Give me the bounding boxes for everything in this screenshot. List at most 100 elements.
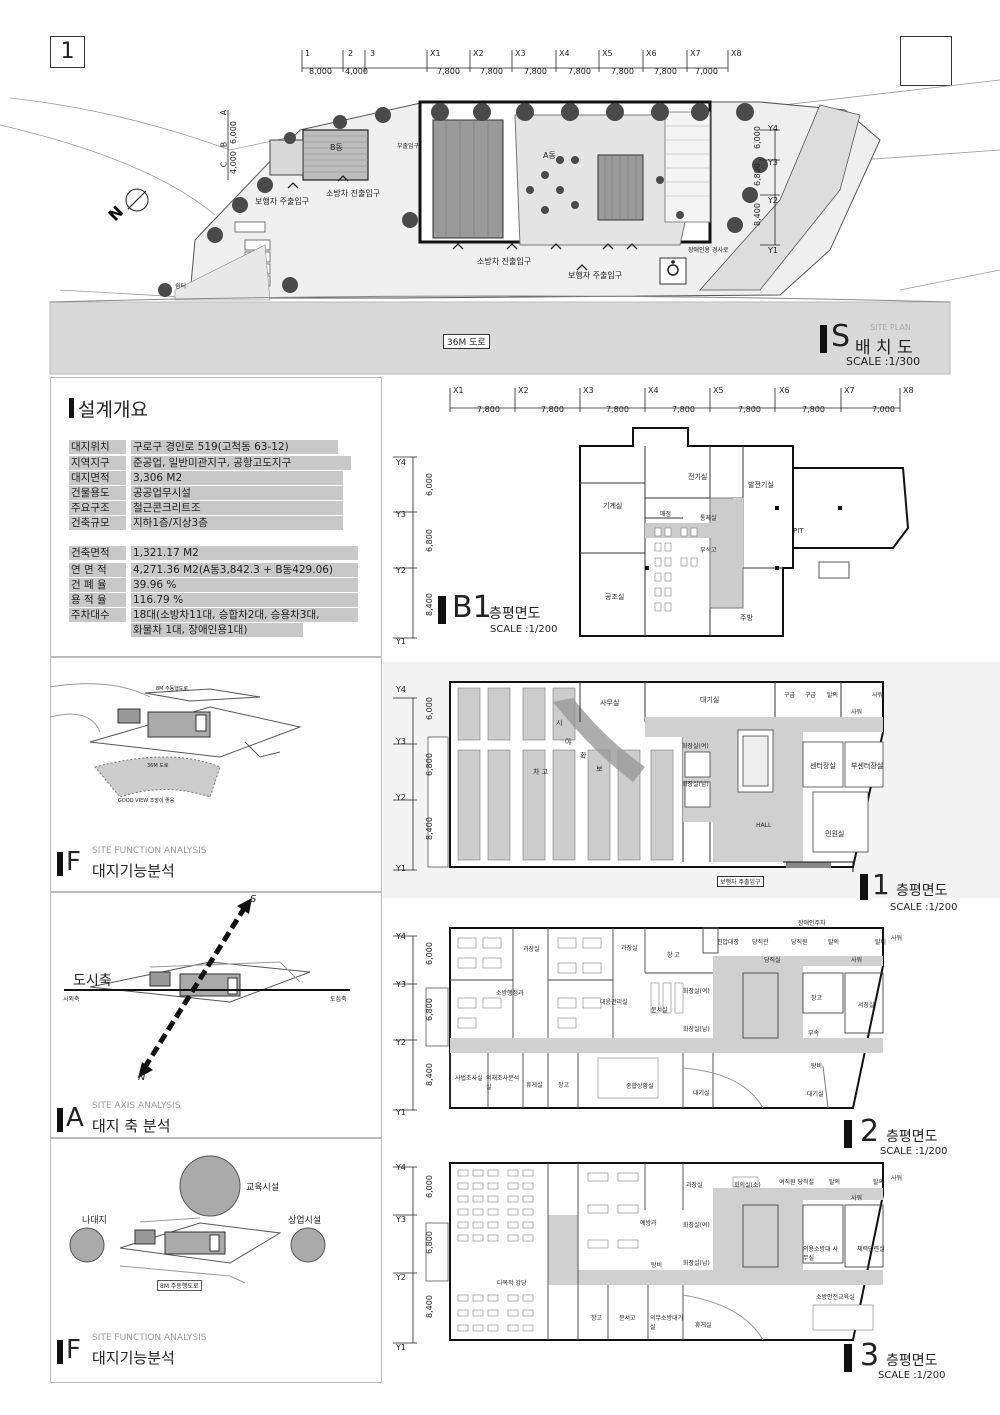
grid-label: Y3 [396,980,406,989]
spec-key: 용 적 율 [69,593,126,607]
side-dim: 4,000 [228,151,238,174]
analysis-title-letter: F [66,847,81,877]
room-label: 차 고 [533,768,549,776]
north-arrow-icon: N [104,188,149,225]
corner-box [900,36,952,86]
room-label: 민원실 [825,830,845,838]
analysis-title-ko: 대지기능분석 [92,862,175,880]
room-label: 서장실 [858,1002,875,1009]
grid-dim: 7,800 [606,405,629,414]
rest-area-label: 쉼터 [175,283,187,290]
grid-label: Y3 [396,737,406,746]
room-label: 탈의 [827,692,839,699]
room-label: 당직실 [764,957,781,964]
grid-dim: 6,800 [424,753,434,776]
room-label: 문서고 [619,1315,636,1322]
side-dim: 6,000 [752,126,762,149]
room-label: 당직원 [791,939,808,946]
grid-label: X5 [713,386,724,395]
room-label: 탕비 [811,1063,823,1070]
room-label: 다목적 강당 [497,1280,527,1287]
room-label: 휴게실 [695,1322,712,1329]
analysis-title-en: SITE FUNCTION ANALYSIS [92,846,207,856]
f1-floor-plan [393,681,884,872]
grid-dim: 6,000 [424,473,434,496]
grid-dim: 7,800 [672,405,695,414]
fire-vehicle-entry-label: 소방차 진출입구 [326,189,381,198]
spec-key: 건 폐 율 [69,578,126,592]
road-label: 8M 주동행도로 [156,686,189,692]
grid-label: X8 [731,49,742,58]
side-dim: 6,800 [752,163,762,186]
room-label: 대기실 [807,1091,824,1098]
sight-label: 확 [580,752,587,760]
analysis-title-en: SITE AXIS ANALYSIS [92,1101,181,1111]
spec-key: 연 면 적 [69,563,126,577]
analysis-title-ko: 대지 축 분석 [92,1117,171,1135]
room-label: 과장실 [686,1182,703,1189]
grid-dim: 7,800 [738,405,761,414]
f1-title-suffix: 층평면도 [896,883,948,899]
room-label: 회의실(소) [734,1182,761,1189]
site-function-diagram-2 [69,1155,326,1284]
room-label: 매점 [660,511,672,518]
room-label: 진압대장 [717,939,740,946]
side-label: Y1 [768,246,778,255]
pedestrian-entry-label: 보행자 주출입구 [255,197,310,206]
room-label: 사무실 [600,699,620,707]
spec-key: 대지위치 [69,440,126,454]
room-label: 화장실(여) [682,743,709,750]
side-dim: 8,400 [752,203,762,226]
f1-title: 1 [872,868,890,901]
spec-value: 1,321.17 M2 [131,546,358,560]
grid-dim: 8,400 [424,1063,434,1086]
room-label: 여직원 당직실 [779,1179,815,1186]
grid-label: Y4 [396,1163,406,1172]
room-label: 휴게실 [526,1082,543,1089]
room-label: 탈의 [829,1179,841,1186]
room-label: 대응관리실 [600,999,628,1006]
grid-label: X5 [602,49,613,58]
spec-key: 대지면적 [69,471,126,485]
spec-key: 건축규모 [69,516,126,530]
grid-dim: 7,800 [541,405,564,414]
room-label: 창 고 [667,952,680,959]
room-label: 사워 [851,709,863,716]
f2-floor-plan [393,927,884,1111]
city-axis-label: 도시축 [73,973,112,989]
f2-scale: SCALE :1/200 [880,1146,948,1157]
grid-dim: 6,800 [424,529,434,552]
spec-key: 주요구조 [69,501,126,515]
f3-title: 3 [860,1338,880,1373]
suburb-axis-label: 시외축 [63,996,80,1003]
analysis-title-en: SITE FUNCTION ANALYSIS [92,1333,207,1343]
room-label: PIT [793,527,804,535]
sub-entry-label: 부출입구 [397,143,420,150]
b1-floor-plan [393,388,910,639]
grid-label: 1 [305,49,311,58]
room-label: 창고 [591,1315,603,1322]
room-label: 구급 [784,692,796,699]
grid-label: 2 [348,49,354,58]
grid-dim: 6,800 [424,998,434,1021]
grid-dim: 8,400 [424,593,434,616]
site-plan: N [0,50,1000,375]
title-bar [57,1108,63,1132]
grid-label: Y2 [396,566,406,575]
room-label: 발전기실 [748,481,774,489]
room-label: 과장실 [621,945,638,952]
analysis-title-letter: A [66,1103,84,1133]
grid-dim: 4,000 [345,67,368,76]
sheet-number: 1 [50,36,85,68]
room-label: 대기실 [693,1090,710,1097]
spec-key: 지역지구 [69,456,126,470]
spec-value: 4,271.36 M2(A동3,842.3 + B동429.06) [131,563,358,577]
site-plan-title-ko: 배 치 도 [855,338,913,358]
room-label: 예방과 [640,1220,657,1227]
room-label: 탕비 [651,1262,663,1269]
room-label: 당직관 [752,939,769,946]
room-label: 화장실(남) [683,1026,710,1033]
room-label: 사법조사실 [455,1075,483,1082]
b-building-label: B동 [330,143,343,152]
grid-label: X2 [518,386,529,395]
